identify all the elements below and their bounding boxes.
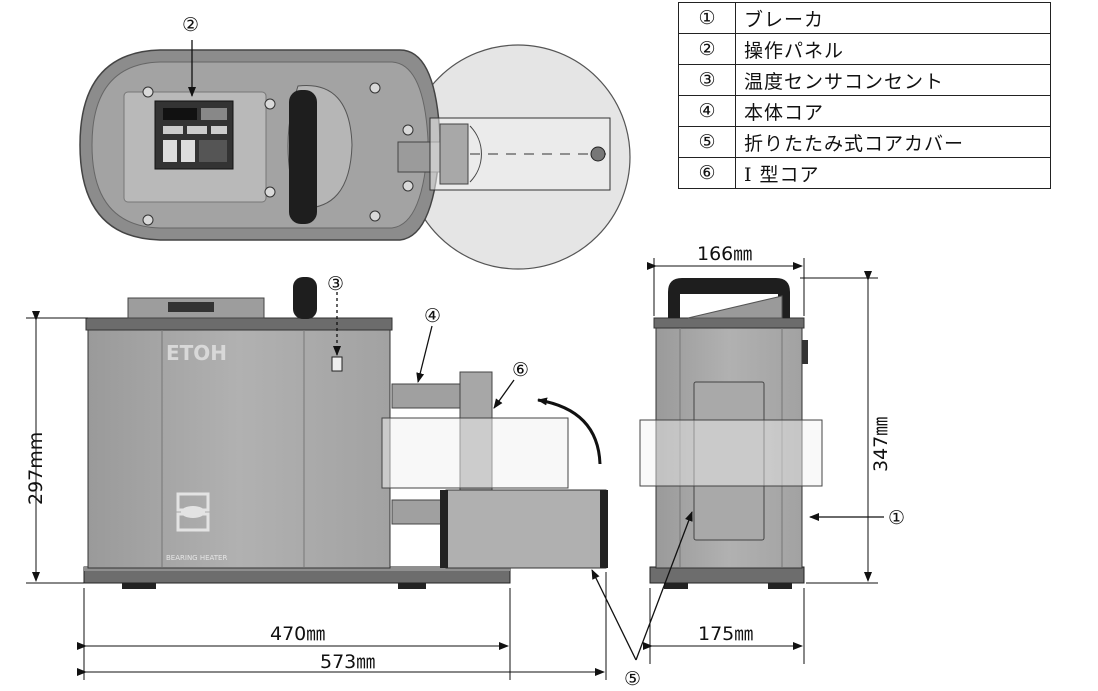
callout-1: ① <box>888 507 905 529</box>
callout-2: ② <box>182 14 199 36</box>
legend-number: ① <box>678 2 736 34</box>
legend-part-name: 温度センサコンセント <box>735 64 1051 96</box>
legend-number: ② <box>678 33 736 65</box>
breaker <box>802 340 808 364</box>
legend-number: ⑤ <box>678 126 736 158</box>
side-view <box>639 278 823 589</box>
side-handle <box>668 278 790 318</box>
rotate-arrow <box>537 397 602 465</box>
legend-part-name: I 型コア <box>735 157 1051 189</box>
dim-347mm: 347㎜ <box>870 417 892 472</box>
legend-part-name: ブレーカ <box>735 2 1051 34</box>
legend-number: ④ <box>678 95 736 127</box>
legend-part-name: 折りたたみ式コアカバー <box>735 126 1051 158</box>
dim-166mm: 166㎜ <box>697 243 752 265</box>
callout-leaders <box>188 40 884 661</box>
side-base <box>649 566 805 584</box>
top-view <box>79 44 631 270</box>
callout-4: ④ <box>424 305 441 327</box>
dim-573mm: 573㎜ <box>320 651 375 673</box>
folding-core-cover <box>445 489 607 569</box>
dim-470mm: 470㎜ <box>270 623 325 645</box>
product-badge-icon <box>176 492 210 532</box>
brand-logo: ETOH <box>166 341 227 365</box>
front-view: ETOH BEARING HEATER <box>83 277 608 589</box>
dim-297mm: 297mm <box>25 432 47 505</box>
legend-number: ⑥ <box>678 157 736 189</box>
temp-sensor-socket <box>331 356 343 372</box>
front-body <box>87 321 391 569</box>
dimension-lines <box>26 258 878 680</box>
legend-number: ③ <box>678 64 736 96</box>
front-handle <box>293 277 317 319</box>
legend-part-name: 本体コア <box>735 95 1051 127</box>
product-badge: BEARING HEATER <box>166 554 227 562</box>
legend-part-name: 操作パネル <box>735 33 1051 65</box>
handle-top <box>289 90 317 224</box>
callout-3: ③ <box>327 273 344 295</box>
callout-5: ⑤ <box>624 668 641 690</box>
dim-175mm: 175㎜ <box>698 623 753 645</box>
callout-6: ⑥ <box>512 359 529 381</box>
